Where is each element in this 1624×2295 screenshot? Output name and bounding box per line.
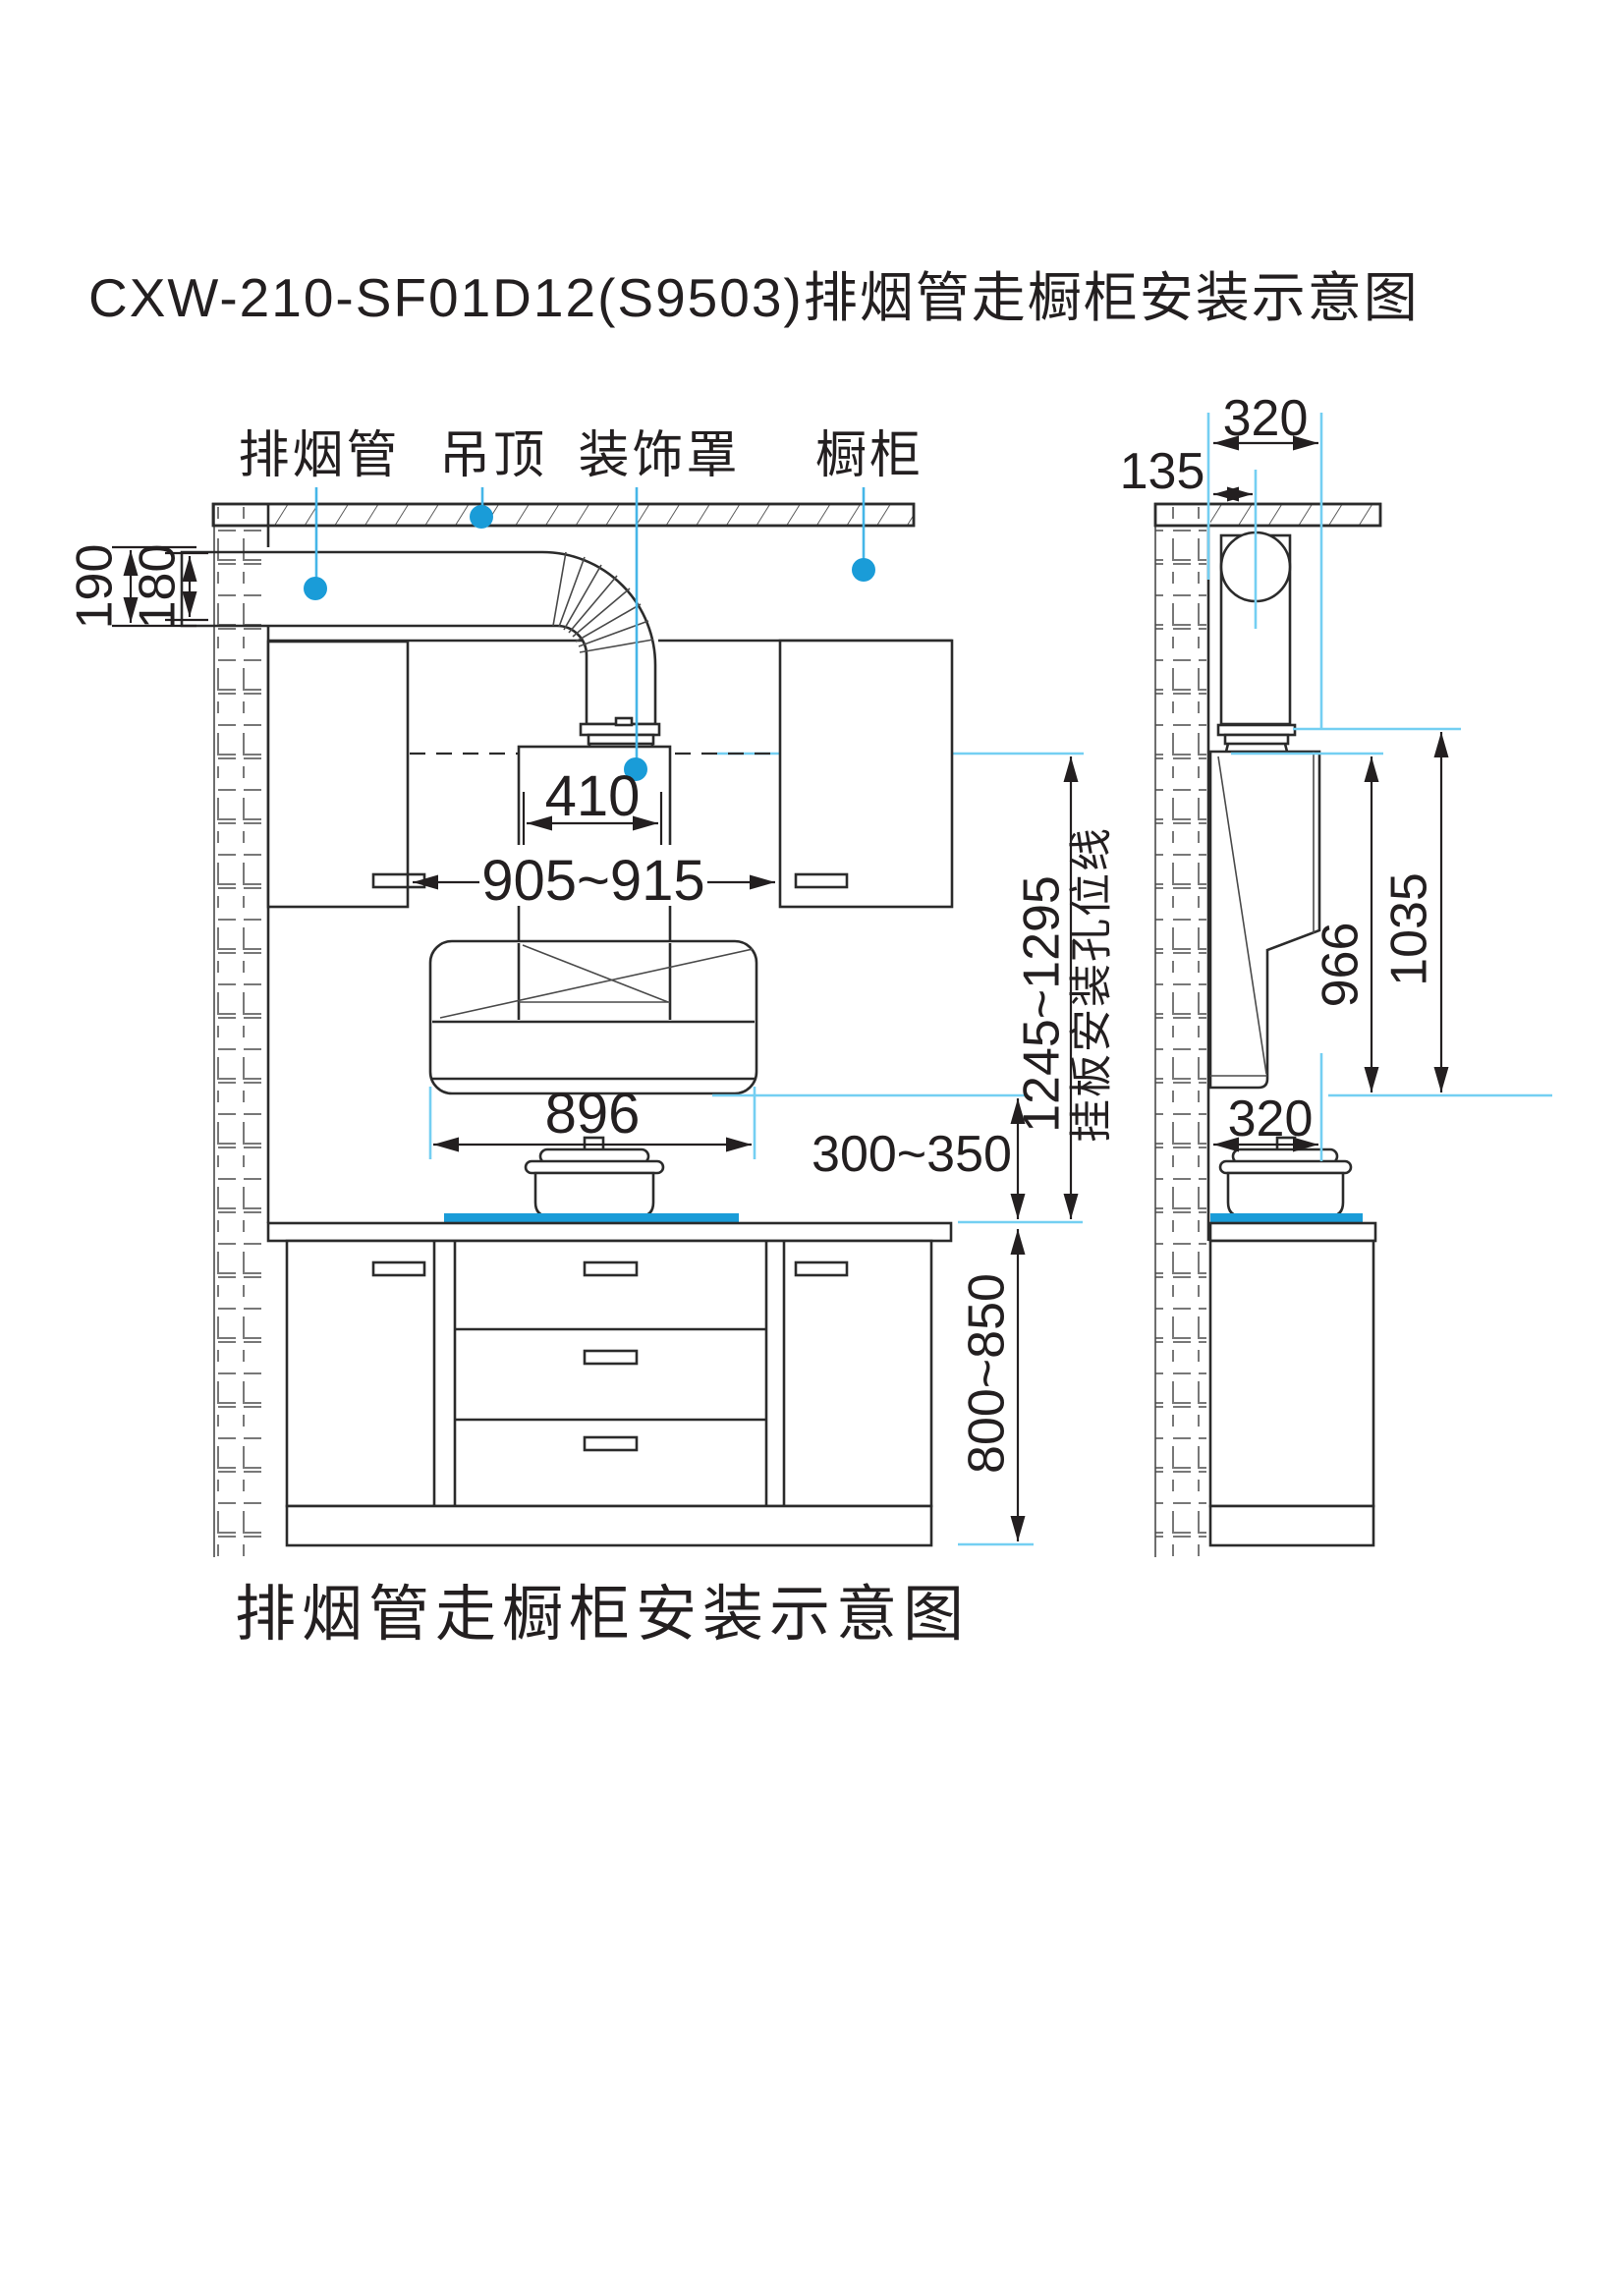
pot-front — [524, 1136, 665, 1218]
leader-dot-cabinet — [852, 558, 875, 582]
drawer-handle — [583, 1260, 639, 1277]
leader-dot-exhaust-pipe — [304, 577, 327, 600]
dim-hanger-height: 1245~1295 — [1014, 875, 1071, 1133]
door-handle — [371, 1260, 426, 1277]
dim-top-depth: 320 — [1223, 390, 1309, 447]
side-view — [1153, 502, 1382, 1557]
dim-hood-to-cooktop: 300~350 — [812, 1126, 1012, 1183]
countertop-side — [1208, 1221, 1377, 1243]
ceiling-slab-side — [1153, 502, 1382, 528]
door-handle — [794, 1260, 849, 1277]
dim-height-total: 1035 — [1381, 872, 1438, 986]
wall-section-side — [1154, 504, 1210, 1557]
ceiling-slab-front — [211, 502, 916, 528]
range-hood-front — [428, 939, 758, 1095]
dim-hood-width: 896 — [545, 1082, 641, 1146]
leader-dot-ceiling — [470, 505, 493, 529]
wall-cabinet-right — [778, 639, 954, 909]
dim-hanger-note: 挂板安装孔位线 — [1068, 826, 1116, 1143]
dim-counter-height: 800~850 — [959, 1273, 1016, 1474]
dim-bottom-depth: 320 — [1228, 1091, 1314, 1148]
caption: 排烟管走橱柜安装示意图 — [235, 1581, 970, 1649]
wall-cabinet-left — [266, 640, 426, 909]
dim-cabinet-gap-width: 905~915 — [481, 849, 704, 913]
front-view — [180, 502, 1084, 1557]
cabinet-handle — [794, 872, 849, 889]
drawer-handle — [583, 1435, 639, 1452]
dim-cover-width: 410 — [545, 764, 641, 828]
label-decorative-cover: 装饰罩 — [578, 427, 740, 484]
front-dimensions: 190 180 410 905~915 896 300~350 1245~129… — [67, 544, 1116, 1546]
label-ceiling: 吊顶 — [439, 427, 547, 484]
label-exhaust-pipe: 排烟管 — [238, 427, 400, 484]
countertop-front — [266, 1221, 953, 1243]
leader-dot-decorative-cover — [624, 757, 647, 781]
dim-wall-to-pipe-center: 135 — [1120, 443, 1205, 500]
dim-duct-clearance: 190 — [67, 544, 124, 630]
base-cabinet-front — [285, 1239, 933, 1547]
pot-side — [1218, 1136, 1353, 1218]
base-cabinet-side — [1208, 1239, 1375, 1547]
part-labels: 排烟管 吊顶 装饰罩 橱柜 — [238, 427, 924, 781]
toe-kick — [285, 1504, 933, 1547]
duct-collar-side — [1216, 723, 1297, 737]
exhaust-duct-front — [180, 550, 661, 747]
drawer-handle — [583, 1349, 639, 1366]
side-dimensions: 320 135 966 1035 320 — [1120, 390, 1552, 1161]
dim-height-to-hanger: 966 — [1313, 923, 1370, 1008]
duct-bend-fan-lines — [552, 551, 654, 653]
label-cabinet: 橱柜 — [815, 427, 924, 484]
toe-kick-side — [1208, 1504, 1375, 1547]
wall-section-front — [213, 504, 270, 1557]
dim-duct-height: 180 — [130, 544, 187, 630]
page-title: CXW-210-SF01D12(S9503)排烟管走橱柜安装示意图 — [88, 267, 1420, 328]
range-hood-side — [1208, 750, 1321, 1090]
